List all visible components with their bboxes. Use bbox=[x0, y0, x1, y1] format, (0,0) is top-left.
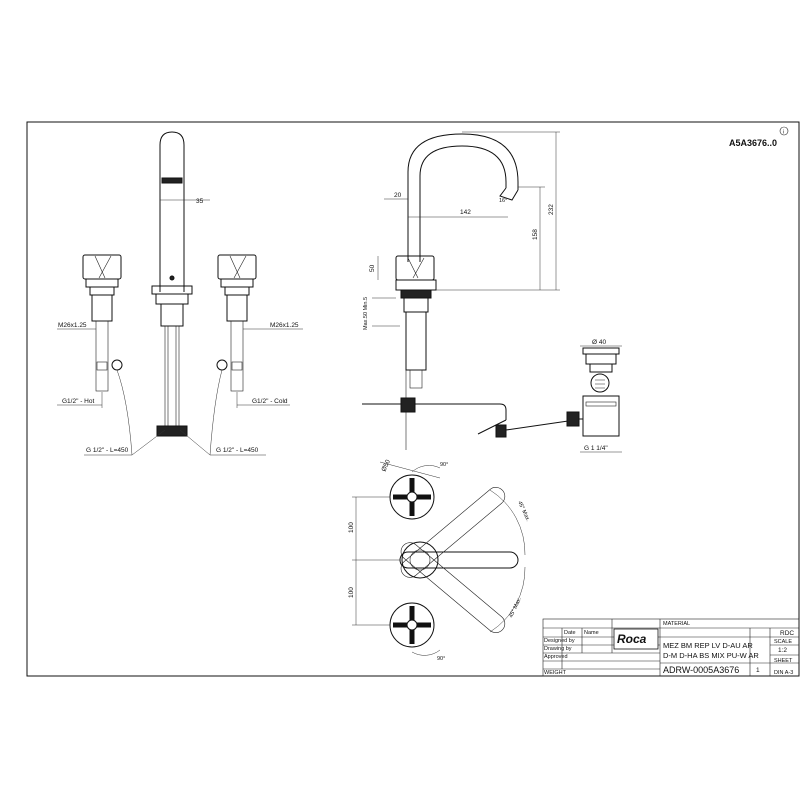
description-line2: D-M D-HA BS MIX PU-W AR bbox=[663, 651, 759, 660]
dim-100-bottom: 100 bbox=[348, 587, 355, 598]
title-block: Date Name Designed by Drawing by Approve… bbox=[542, 618, 800, 677]
svg-text:Roca: Roca bbox=[617, 632, 647, 646]
drawing-number: ADRW-0005A3676 bbox=[663, 665, 739, 675]
front-view: 35 bbox=[57, 131, 303, 456]
reference-code: A5A3676..0 bbox=[729, 138, 777, 148]
dim-50: 50 bbox=[369, 264, 376, 272]
angle-top: 90° bbox=[440, 462, 448, 468]
scale-value: 1:2 bbox=[778, 647, 787, 654]
cold-valve-assembly bbox=[216, 254, 257, 392]
company-code: RDC bbox=[780, 630, 794, 637]
row-designed: Designed by bbox=[544, 638, 575, 644]
scale-label: SCALE bbox=[774, 639, 792, 645]
angle-max-top: 45° Max. bbox=[516, 500, 531, 523]
svg-text:i: i bbox=[783, 130, 784, 136]
roca-logo: Roca bbox=[613, 628, 659, 650]
row-weight: WEIGHT bbox=[544, 670, 567, 676]
side-view: 20 142 16° 158 232 50 Max.50 Min.5 bbox=[362, 131, 576, 450]
spout-arm-max-down bbox=[400, 542, 506, 633]
pipe-cold-label: G1/2" - Cold bbox=[252, 398, 288, 405]
drain-connector bbox=[566, 411, 580, 427]
gooseneck-outer bbox=[407, 133, 519, 262]
revision: 1 bbox=[756, 667, 760, 674]
row-approved: Approved bbox=[544, 654, 568, 660]
pipe-hot-label: G1/2" - Hot bbox=[62, 398, 94, 405]
thread-left-label: M26x1.25 bbox=[58, 322, 87, 329]
sheet-label: SHEET bbox=[774, 658, 793, 664]
thread-right-label: M26x1.25 bbox=[270, 322, 299, 329]
spout-body bbox=[159, 131, 185, 292]
gooseneck-inner bbox=[419, 145, 507, 262]
dim-diameter-40: Ø 40 bbox=[592, 339, 606, 346]
hose-right-label: G 1/2" - L=450 bbox=[216, 447, 259, 454]
angle-bottom: 90° bbox=[437, 656, 445, 662]
hot-valve-assembly bbox=[82, 254, 123, 392]
row-date: Date bbox=[564, 630, 576, 636]
dim-diameter-50: Ø50 bbox=[380, 458, 392, 472]
angle-max-bottom: 45° Max. bbox=[508, 596, 523, 619]
top-view: Ø50 90° 90° 45° Max. 45° Max. 100 100 bbox=[348, 458, 531, 662]
dim-158: 158 bbox=[532, 229, 539, 240]
description-line1: MEZ BM REP LV D-AU AR bbox=[663, 641, 753, 650]
aerator bbox=[161, 177, 183, 184]
spout-base-top bbox=[401, 541, 439, 579]
hose-left-label: G 1/2" - L=450 bbox=[86, 447, 129, 454]
dim-max-min: Max.50 Min.5 bbox=[363, 297, 369, 330]
waste-thread-label: G 1 1/4" bbox=[584, 445, 608, 452]
info-icon: i bbox=[779, 126, 789, 136]
spout-arm-center bbox=[399, 551, 519, 569]
dim-232: 232 bbox=[548, 204, 555, 215]
dim-16deg: 16° bbox=[499, 198, 507, 204]
sheet-border bbox=[26, 121, 800, 677]
dim-20: 20 bbox=[394, 192, 402, 199]
row-drawn: Drawing by bbox=[544, 646, 572, 652]
material-label: MATERIAL bbox=[663, 621, 690, 627]
row-name: Name bbox=[584, 630, 599, 636]
dim-spout-width: 35 bbox=[196, 198, 204, 205]
format-label: DIN A-3 bbox=[774, 670, 793, 676]
spout-arm-max-up bbox=[400, 487, 506, 578]
waste-view: Ø 40 G 1 1/4" bbox=[566, 339, 622, 453]
dim-142: 142 bbox=[460, 209, 471, 216]
central-fitting bbox=[156, 425, 188, 437]
dim-100-top: 100 bbox=[348, 522, 355, 533]
